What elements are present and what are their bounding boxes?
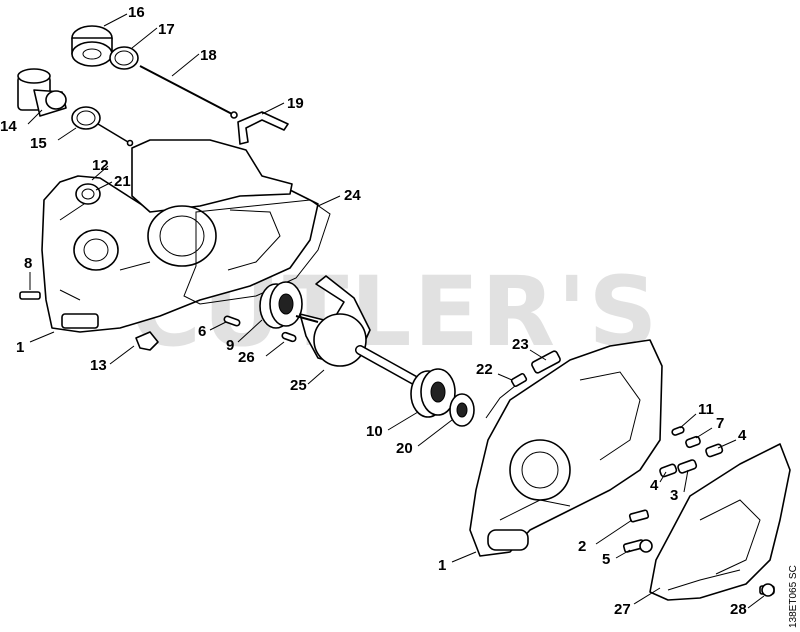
part-9-bearing	[259, 281, 303, 329]
callout-8: 8	[24, 255, 32, 272]
callout-11: 11	[698, 401, 714, 418]
callout-24: 24	[344, 187, 361, 204]
drawing-code: 138ET065 SC	[788, 565, 799, 628]
callout-5: 5	[602, 551, 610, 568]
callout-22: 22	[476, 361, 493, 378]
part-12-seal	[75, 183, 101, 205]
part-6-pin	[223, 315, 241, 327]
callout-23: 23	[512, 336, 529, 353]
callout-4-upper: 4	[738, 427, 747, 444]
part-16-nut	[71, 25, 113, 67]
part-26-pin	[281, 331, 297, 343]
callout-labels: 16 17 18 14 15 19 12 21 24 8 1 6 9 26 13…	[0, 4, 747, 618]
callout-12: 12	[92, 157, 109, 174]
part-5-screw	[622, 539, 653, 553]
callout-7: 7	[716, 415, 724, 432]
callout-1-right: 1	[438, 557, 446, 574]
callout-1-left: 1	[16, 339, 24, 356]
part-4-pin-upper	[705, 443, 724, 458]
part-19-bracket	[237, 111, 289, 145]
part-3-pin	[677, 459, 698, 474]
part-14-coupling	[17, 68, 67, 117]
callout-26: 26	[238, 349, 255, 366]
part-27-cover	[649, 443, 791, 601]
part-18-rod	[139, 65, 238, 119]
callout-10: 10	[366, 423, 383, 440]
callout-4-lower: 4	[650, 477, 659, 494]
callout-25: 25	[290, 377, 307, 394]
callout-16: 16	[128, 4, 145, 21]
part-22-tube	[485, 372, 528, 419]
callout-27: 27	[614, 601, 631, 618]
callout-19: 19	[287, 95, 304, 112]
callout-3: 3	[670, 487, 678, 504]
callout-9: 9	[226, 337, 234, 354]
part-23-fitting	[531, 350, 561, 374]
part-4-pin-lower	[659, 463, 678, 478]
part-10-bearing	[410, 368, 456, 418]
part-25-crankshaft	[295, 275, 419, 385]
part-7-pin	[685, 435, 701, 449]
part-11-pin	[671, 426, 685, 436]
part-1-crankcase-left	[41, 139, 319, 333]
callout-18: 18	[200, 47, 217, 64]
callout-15: 15	[30, 135, 47, 152]
part-20-seal	[449, 393, 475, 427]
part-15-ring	[71, 106, 134, 147]
callout-28: 28	[730, 601, 747, 618]
part-1-crankcase-right	[469, 339, 663, 557]
callout-2: 2	[578, 538, 586, 555]
callout-6: 6	[198, 323, 206, 340]
part-17-ring	[109, 46, 139, 70]
part-2-stud	[628, 509, 650, 523]
part-13-plug	[135, 331, 159, 351]
callout-20: 20	[396, 440, 413, 457]
callout-13: 13	[90, 357, 107, 374]
part-28-screw	[759, 583, 775, 597]
callout-17: 17	[158, 21, 175, 38]
callout-21: 21	[114, 173, 131, 190]
leader-lines	[27, 13, 765, 609]
callout-14: 14	[0, 118, 17, 135]
part-8-stud	[19, 291, 41, 300]
